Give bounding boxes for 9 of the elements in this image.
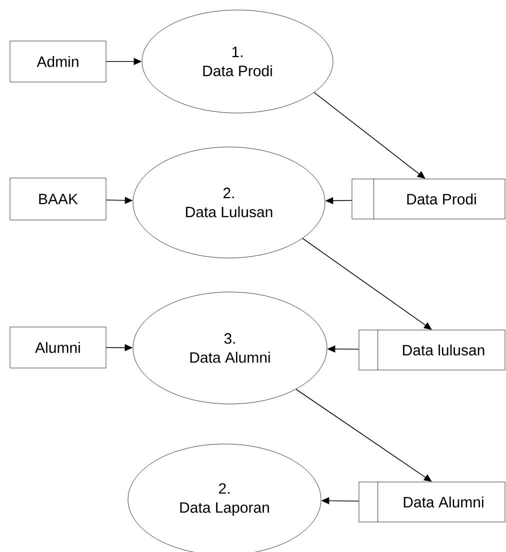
data-store-box: Data Prodi <box>352 178 506 220</box>
entity-box: Admin <box>10 40 106 82</box>
data-store-box: Data Alumni <box>358 482 506 522</box>
entity-box: Alumni <box>10 326 106 368</box>
arrow <box>314 92 426 179</box>
data-store-box: Data lulusan <box>358 330 506 370</box>
arrow <box>302 238 432 330</box>
arrow <box>296 388 432 482</box>
entity-box: BAAK <box>10 178 106 220</box>
